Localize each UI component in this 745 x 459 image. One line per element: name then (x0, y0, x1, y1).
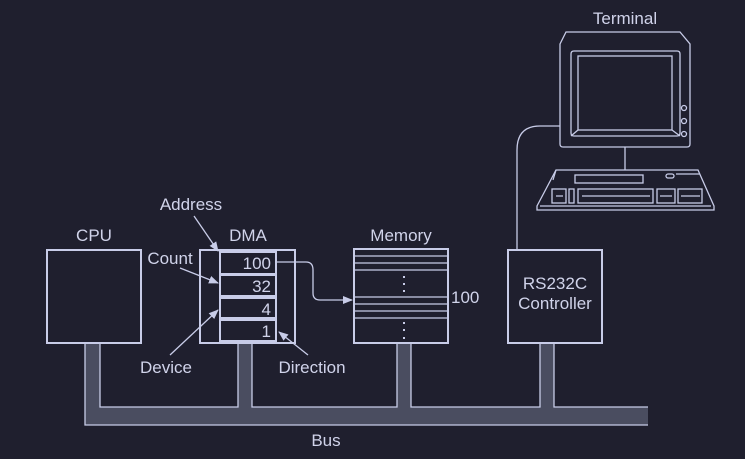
monitor-button-icon (680, 104, 688, 112)
keyboard-icon (536, 169, 715, 211)
memory-address-label: 100 (451, 288, 479, 307)
ellipsis-dot (403, 283, 405, 285)
dma-registers: 100 32 4 1 (219, 251, 277, 342)
controller-label-line1: RS232C (523, 274, 587, 293)
direction-value: 1 (262, 322, 271, 341)
count-label: Count (147, 249, 193, 268)
terminal-label: Terminal (593, 9, 657, 28)
terminal-cable (516, 125, 560, 250)
cpu-box (46, 249, 142, 344)
system-bus (84, 343, 648, 426)
dma-label: DMA (229, 226, 267, 245)
monitor-screen-frame (570, 50, 681, 137)
address-label: Address (160, 195, 222, 214)
device-arrow (169, 309, 219, 356)
monitor-button-icon (680, 117, 688, 125)
direction-register (219, 319, 277, 342)
monitor-button-icon (680, 130, 688, 138)
count-register (219, 274, 277, 297)
device-label: Device (140, 358, 192, 377)
memory-box (353, 248, 449, 344)
device-value: 4 (262, 300, 271, 319)
function-keys (574, 174, 644, 184)
ellipsis-dot (403, 322, 405, 324)
device-register (219, 297, 277, 319)
address-value: 100 (243, 254, 271, 273)
memory-label: Memory (370, 226, 432, 245)
address-arrow (193, 215, 219, 252)
rs232c-controller-box (507, 249, 603, 344)
ellipsis-dot (403, 329, 405, 331)
count-arrow (179, 267, 219, 284)
monitor-bezel (559, 31, 691, 148)
monitor-screen (577, 55, 673, 131)
direction-label: Direction (278, 358, 345, 377)
ellipsis-dot (403, 290, 405, 292)
cpu-label: CPU (76, 226, 112, 245)
bus-label: Bus (311, 431, 340, 450)
terminal-icon (536, 31, 715, 211)
ellipsis-dot (403, 276, 405, 278)
ellipsis-dot (403, 337, 405, 339)
direction-arrow (278, 331, 309, 356)
controller-label-line2: Controller (518, 294, 592, 313)
dma-box (199, 249, 296, 344)
address-pointer-arrow (276, 261, 353, 304)
count-value: 32 (252, 277, 271, 296)
